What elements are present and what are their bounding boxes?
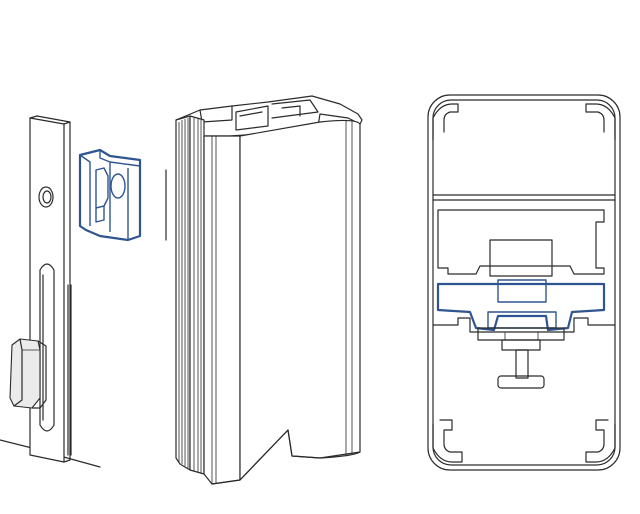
middle-channel xyxy=(437,209,605,275)
lock-plate xyxy=(29,117,65,463)
cross-section-panel xyxy=(427,94,621,471)
latch-knob xyxy=(9,338,41,409)
blue-clip xyxy=(78,148,142,242)
mounting-hole xyxy=(38,186,54,208)
extrusion-panel xyxy=(175,95,363,485)
ground-line xyxy=(59,455,101,468)
break-line xyxy=(211,429,361,485)
rounded-side-face xyxy=(239,119,361,481)
top-right-hook xyxy=(585,103,616,141)
latch-slot xyxy=(39,263,55,432)
top-left-hook xyxy=(432,103,459,141)
bottom-right-hook xyxy=(585,419,616,463)
screw-block xyxy=(489,239,553,277)
bottom-left-hook xyxy=(432,419,463,463)
front-face xyxy=(203,135,241,485)
adjuster-screw xyxy=(477,327,565,389)
profile-outline xyxy=(427,94,621,471)
lock-plate-panel xyxy=(0,115,167,468)
grooved-left-face xyxy=(175,115,205,475)
